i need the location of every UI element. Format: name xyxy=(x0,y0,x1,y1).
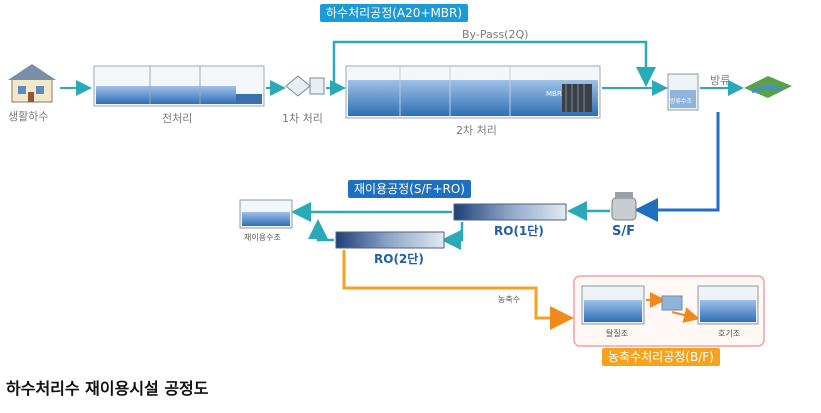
concentrate-process-title: 농축수처리공정(B/F) xyxy=(602,348,720,366)
pretreatment-tank xyxy=(93,65,265,107)
concentrate-line xyxy=(342,250,574,330)
mbr-label: MBR xyxy=(546,90,562,98)
primary-treatment-unit xyxy=(285,75,325,97)
denitrification-tank-label: 탈질조 xyxy=(606,329,629,338)
reuse-water-tank xyxy=(239,199,293,229)
aerobic-tank xyxy=(697,285,759,325)
a2o-process-title: 하수처리공정(A20+MBR) xyxy=(320,4,469,22)
ro2-label: RO(2단) xyxy=(374,252,424,266)
pretreat-label: 전처리 xyxy=(162,112,193,125)
secondary-label: 2차 처리 xyxy=(456,124,497,137)
concentrate-water-label: 농축수 xyxy=(498,295,521,304)
bypass-label: By-Pass(2Q) xyxy=(462,28,529,41)
ro-stage1-vessel xyxy=(453,203,567,221)
denitrification-tank xyxy=(581,285,645,325)
diagram-caption: 하수처리수 재이용시설 공정도 xyxy=(6,379,209,398)
reuse-tank-label: 재이용수조 xyxy=(244,233,281,242)
ro-stage2-vessel xyxy=(335,231,445,249)
river-icon xyxy=(744,76,792,98)
discharge-tank-label: 방류수조 xyxy=(670,98,693,105)
primary-label: 1차 처리 xyxy=(282,112,323,125)
reuse-process-title: 재이용공정(S/F+RO) xyxy=(348,180,471,198)
reuse-feed-line xyxy=(634,112,720,222)
ro2-permeate-line xyxy=(308,219,334,242)
discharge-tank xyxy=(667,73,699,111)
sf-label: S/F xyxy=(612,224,635,239)
sand-filter-unit xyxy=(611,192,637,221)
aerobic-tank-label: 호기조 xyxy=(718,329,741,338)
discharge-label: 방류 xyxy=(710,74,731,87)
sewage-label: 생활하수 xyxy=(8,110,49,123)
ro1-to-ro2-line xyxy=(441,222,464,250)
bypass-line xyxy=(332,40,656,88)
ro1-label: RO(1단) xyxy=(494,224,544,238)
house-icon xyxy=(8,64,56,103)
secondary-treatment-tank xyxy=(345,65,601,119)
middle-tank xyxy=(661,295,683,311)
